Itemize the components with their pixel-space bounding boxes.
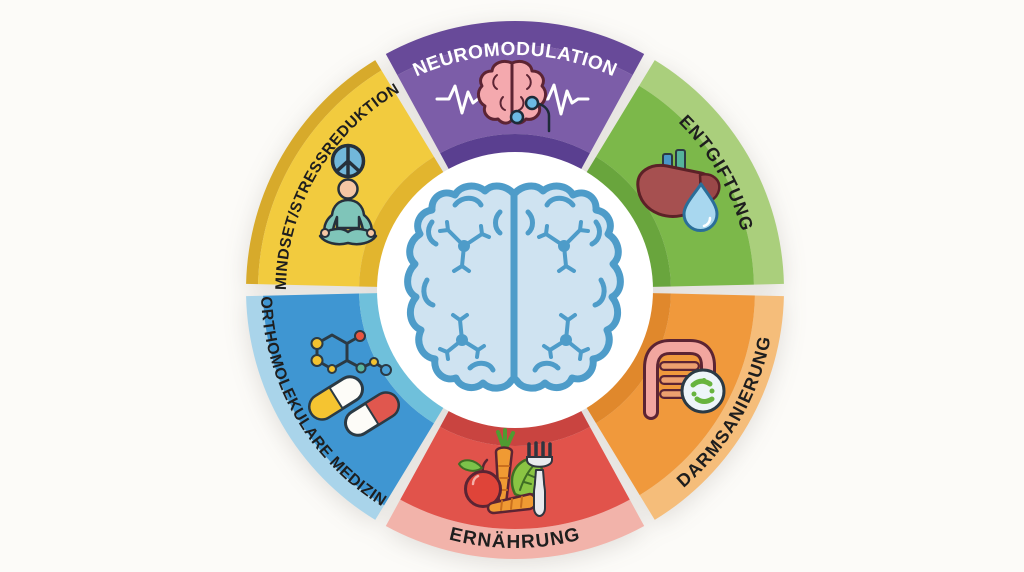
capsule-white-red — [344, 391, 400, 437]
segment-1-outer-band — [639, 60, 784, 285]
meditator-hand — [320, 228, 330, 238]
microbiome-lens — [680, 368, 726, 414]
segment-0-outer-band — [385, 21, 645, 76]
meditator-hand — [366, 228, 376, 238]
electrode — [524, 95, 540, 111]
electrode — [509, 109, 525, 125]
meditator-legs — [318, 227, 378, 246]
segment-0-inner-band — [440, 134, 590, 170]
segment-3-outer-band — [385, 499, 645, 559]
intestine — [646, 342, 713, 417]
brain-stimulation-icon — [435, 59, 590, 133]
peace-symbol — [330, 143, 366, 179]
molecule-pills-icon — [308, 330, 400, 437]
segment-2-inner-band — [586, 293, 671, 424]
nutrition-icon — [457, 428, 553, 517]
segment-5-inner-band — [359, 156, 444, 287]
meditation-icon — [318, 143, 378, 246]
segment-1-inner-band — [586, 156, 671, 287]
segment-4-outer-band — [246, 295, 385, 520]
segment-4-inner-band — [359, 293, 444, 424]
meditator-head — [337, 178, 359, 200]
liver-detox-icon — [636, 149, 721, 232]
brain-icon — [404, 186, 621, 388]
meditator-body — [323, 198, 373, 234]
apple — [457, 458, 502, 508]
segment-5-main-band — [258, 70, 434, 287]
segment-3-inner-band — [440, 410, 590, 446]
segment-2-outer-band — [639, 295, 784, 520]
molecule — [310, 330, 392, 376]
gut-bacteria-icon — [643, 339, 726, 420]
fork — [526, 441, 553, 517]
eeg-waveform — [435, 83, 590, 116]
bacteria — [690, 378, 715, 404]
capsule-yellow-white — [308, 375, 364, 421]
